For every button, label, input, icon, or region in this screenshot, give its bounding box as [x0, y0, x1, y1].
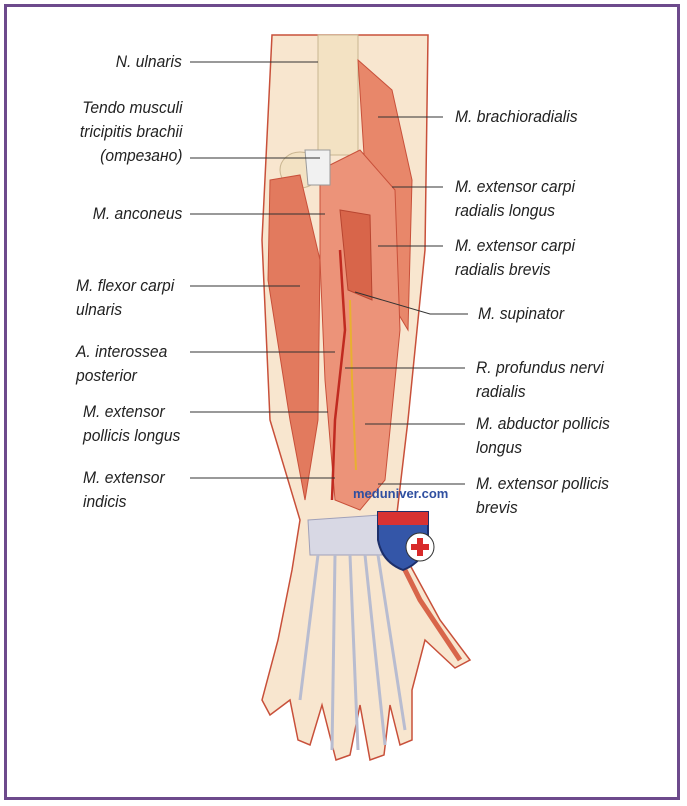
label-text: ulnaris — [76, 300, 123, 319]
tendon-triceps — [304, 149, 331, 186]
finger-tendons — [298, 554, 407, 751]
label-text: M. extensor pollicis — [476, 474, 609, 493]
label-r-profundus: R. profundus nervi radialis — [476, 356, 604, 404]
extensor-retinaculum — [307, 514, 383, 556]
label-text: radialis brevis — [455, 260, 551, 279]
label-text: M. flexor carpi — [76, 276, 175, 295]
m-extensors — [319, 149, 401, 511]
label-text: M. anconeus — [92, 204, 182, 223]
leader-lines — [190, 61, 468, 485]
label-text: radialis — [476, 382, 526, 401]
label-text: R. profundus nervi — [476, 358, 604, 377]
label-tendo-tricipitis: Tendo musculi tricipitis brachii (отреза… — [79, 96, 182, 168]
label-a-interossea-posterior: A. interossea posterior — [76, 340, 167, 388]
label-m-supinator: M. supinator — [478, 302, 564, 326]
label-text: (отрезано) — [99, 146, 182, 165]
label-text: Tendo musculi — [81, 98, 182, 117]
label-text: posterior — [76, 366, 137, 385]
figure-border — [4, 4, 680, 800]
label-text: brevis — [476, 498, 518, 517]
label-text: longus — [476, 438, 523, 457]
watermark-text: meduniver.com — [353, 486, 449, 501]
r-profundus — [349, 299, 357, 471]
label-text: M. brachioradialis — [455, 107, 578, 126]
label-text: pollicis longus — [83, 426, 181, 445]
label-text: M. supinator — [478, 304, 565, 323]
label-n-ulnaris: N. ulnaris — [116, 50, 182, 74]
label-m-extensor-pollicis-longus: M. extensor pollicis longus — [83, 400, 180, 448]
label-text: M. extensor — [83, 402, 165, 421]
label-text: radialis longus — [455, 201, 555, 220]
m-flexor-carpi-ulnaris — [267, 174, 321, 501]
label-text: M. extensor — [83, 468, 165, 487]
label-m-ext-carpi-rad-brevis: M. extensor carpi radialis brevis — [455, 234, 575, 282]
label-m-flexor-carpi-ulnaris: M. flexor carpi ulnaris — [76, 274, 174, 322]
label-text: N. ulnaris — [115, 52, 182, 71]
label-m-abductor-pollicis-longus: M. abductor pollicis longus — [476, 412, 610, 460]
label-m-brachioradialis: M. brachioradialis — [455, 105, 578, 129]
label-text: A. interossea — [76, 342, 168, 361]
a-interossea — [330, 249, 347, 501]
label-text: M. extensor carpi — [455, 177, 575, 196]
humerus — [317, 34, 359, 156]
label-m-ext-carpi-rad-longus: M. extensor carpi radialis longus — [455, 175, 575, 223]
label-m-extensor-indicis: M. extensor indicis — [83, 466, 165, 514]
label-text: tricipitis brachii — [79, 122, 182, 141]
label-text: M. abductor pollicis — [476, 414, 610, 433]
m-supinator — [339, 209, 373, 301]
label-text: M. extensor carpi — [455, 236, 575, 255]
meduniver-logo — [377, 511, 435, 572]
label-text: indicis — [83, 492, 127, 511]
label-m-ext-pollicis-brevis: M. extensor pollicis brevis — [476, 472, 609, 520]
label-m-anconeus: M. anconeus — [92, 202, 182, 226]
